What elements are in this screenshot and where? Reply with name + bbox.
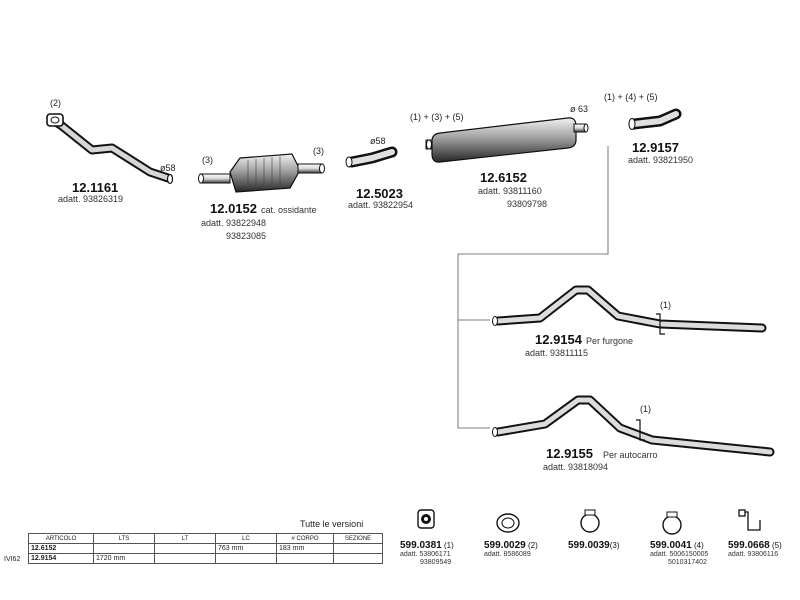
table-cell	[333, 553, 383, 564]
table-cell: 183 mm	[276, 543, 334, 554]
oem-reference: adatt. 93811115	[525, 348, 589, 358]
oem-reference: 93809798	[507, 199, 548, 209]
table-header-row: ARTICOLO LTS LT LC # CORPO SEZIONE	[28, 533, 383, 544]
table-cell: 12.6152	[28, 543, 94, 554]
oem-reference: 93809549	[420, 559, 452, 566]
hardware-ref: (4)	[693, 541, 704, 550]
pipe-clamp-icon	[580, 509, 600, 533]
hardware-ref: (3)	[609, 541, 620, 550]
part-12-6152-silencer	[425, 117, 589, 163]
part-note: (3)	[313, 146, 324, 156]
part-note: (1)	[660, 300, 671, 310]
part-note: (1)	[640, 404, 651, 414]
table-cell	[333, 543, 383, 554]
part-12-0152-catalyst	[198, 153, 325, 193]
hardware-ref: (5)	[771, 541, 782, 550]
oem-reference: adatt. 8586089	[484, 551, 531, 558]
table-cell	[276, 553, 334, 564]
hardware-ref: (1)	[443, 541, 454, 550]
part-description: cat. ossidante	[261, 205, 317, 215]
hardware-part: 599.0041 (4) adatt. 5006150005 501031740…	[650, 540, 708, 567]
table-header-cell: LC	[215, 533, 277, 544]
table-cell: 1720 mm	[93, 553, 155, 564]
oem-reference: adatt. 53806171	[400, 551, 451, 558]
table-header-cell: ARTICOLO	[28, 533, 94, 544]
part-12-9157-pipe	[628, 108, 682, 130]
table-cell	[154, 553, 216, 564]
part-number-12-1161: 12.1161	[72, 180, 119, 195]
part-number-12-5023: 12.5023	[356, 186, 403, 201]
hardware-part-number: 599.0041	[650, 540, 692, 551]
table-header-cell: SEZIONE	[333, 533, 383, 544]
table-row: 12.6152 763 mm 183 mm	[28, 543, 383, 554]
table-row: 12.9154 1720 mm	[28, 553, 383, 564]
part-note: (3)	[202, 155, 213, 165]
hardware-ref: (2)	[527, 541, 538, 550]
hardware-part: 599.0039(3)	[568, 540, 620, 551]
oem-reference: adatt. 93821950	[628, 155, 694, 165]
oem-reference: adatt. 93822948	[201, 218, 267, 228]
spec-table: ARTICOLO LTS LT LC # CORPO SEZIONE 12.61…	[28, 533, 383, 564]
oem-reference: adatt. 5006150005	[650, 551, 709, 558]
hardware-part-number: 599.0668	[728, 540, 770, 551]
table-cell	[154, 543, 216, 554]
table-caption: Tutte le versioni	[300, 519, 364, 529]
hardware-part-number: 599.0039	[568, 540, 610, 551]
oem-reference: 5010317402	[668, 559, 707, 566]
oem-reference: adatt. 93822954	[348, 200, 414, 210]
part-note: (1) + (4) + (5)	[604, 92, 658, 102]
part-note: (2)	[50, 98, 61, 108]
table-header-cell: LT	[154, 533, 216, 544]
table-cell	[93, 543, 155, 554]
table-cell: 12.9154	[28, 553, 94, 564]
part-12-9154-pipe	[492, 285, 767, 335]
part-note: (1) + (3) + (5)	[410, 112, 464, 122]
hardware-part: 599.0029 (2) adatt. 8586089	[484, 540, 538, 559]
rubber-hanger-icon	[417, 509, 435, 529]
table-cell	[215, 553, 277, 564]
oem-reference: 93823085	[226, 231, 267, 241]
part-number-12-9157: 12.9157	[632, 140, 679, 155]
part-12-9155-pipe	[492, 395, 775, 457]
pipe-clamp-icon	[662, 511, 682, 535]
part-number-12-6152: 12.6152	[480, 170, 527, 185]
gasket-ring-icon	[496, 513, 520, 533]
mounting-bracket-icon	[738, 509, 761, 531]
oem-reference: adatt. 93806116	[728, 551, 779, 558]
table-cell: 763 mm	[215, 543, 277, 554]
diameter-note: ø58	[370, 136, 386, 146]
table-side-label: IVI62	[4, 556, 21, 563]
part-description: Per furgone	[586, 336, 634, 346]
oem-reference: adatt. 93811160	[478, 186, 542, 196]
diameter-note: ø58	[160, 163, 176, 173]
diameter-note: ø 63	[570, 104, 589, 114]
part-12-1161-pipe	[46, 113, 174, 185]
hardware-part: 599.0668 (5) adatt. 93806116	[728, 540, 782, 559]
hardware-part-number: 599.0029	[484, 540, 526, 551]
oem-reference: adatt. 93818094	[543, 462, 609, 472]
table-header-cell: # CORPO	[276, 533, 334, 544]
variant-connector-lines	[457, 146, 609, 429]
table-header-cell: LTS	[93, 533, 155, 544]
hardware-part-number: 599.0381	[400, 540, 442, 551]
part-description: Per autocarro	[603, 450, 658, 460]
part-12-5023-pipe	[345, 146, 398, 168]
oem-reference: adatt. 93826319	[58, 194, 124, 204]
hardware-part: 599.0381 (1) adatt. 53806171 93809549	[400, 540, 454, 567]
